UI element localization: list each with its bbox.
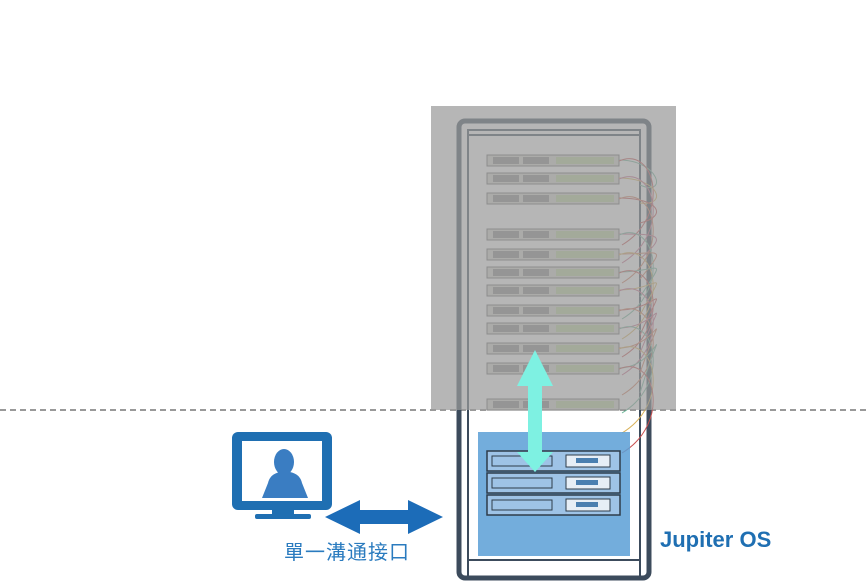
jupiter-server [486, 450, 621, 472]
single-interface-label: 單一溝通接口 [284, 540, 410, 564]
vertical-double-arrow-icon [517, 350, 553, 472]
jupiter-server [486, 494, 621, 516]
legacy-zone [431, 106, 676, 410]
user-monitor-icon [232, 432, 332, 519]
jupiter-server [486, 472, 621, 494]
double-arrow-icon [325, 500, 443, 534]
jupiter-os-label: Jupiter OS [660, 527, 772, 552]
lower-rack-servers [486, 450, 621, 516]
